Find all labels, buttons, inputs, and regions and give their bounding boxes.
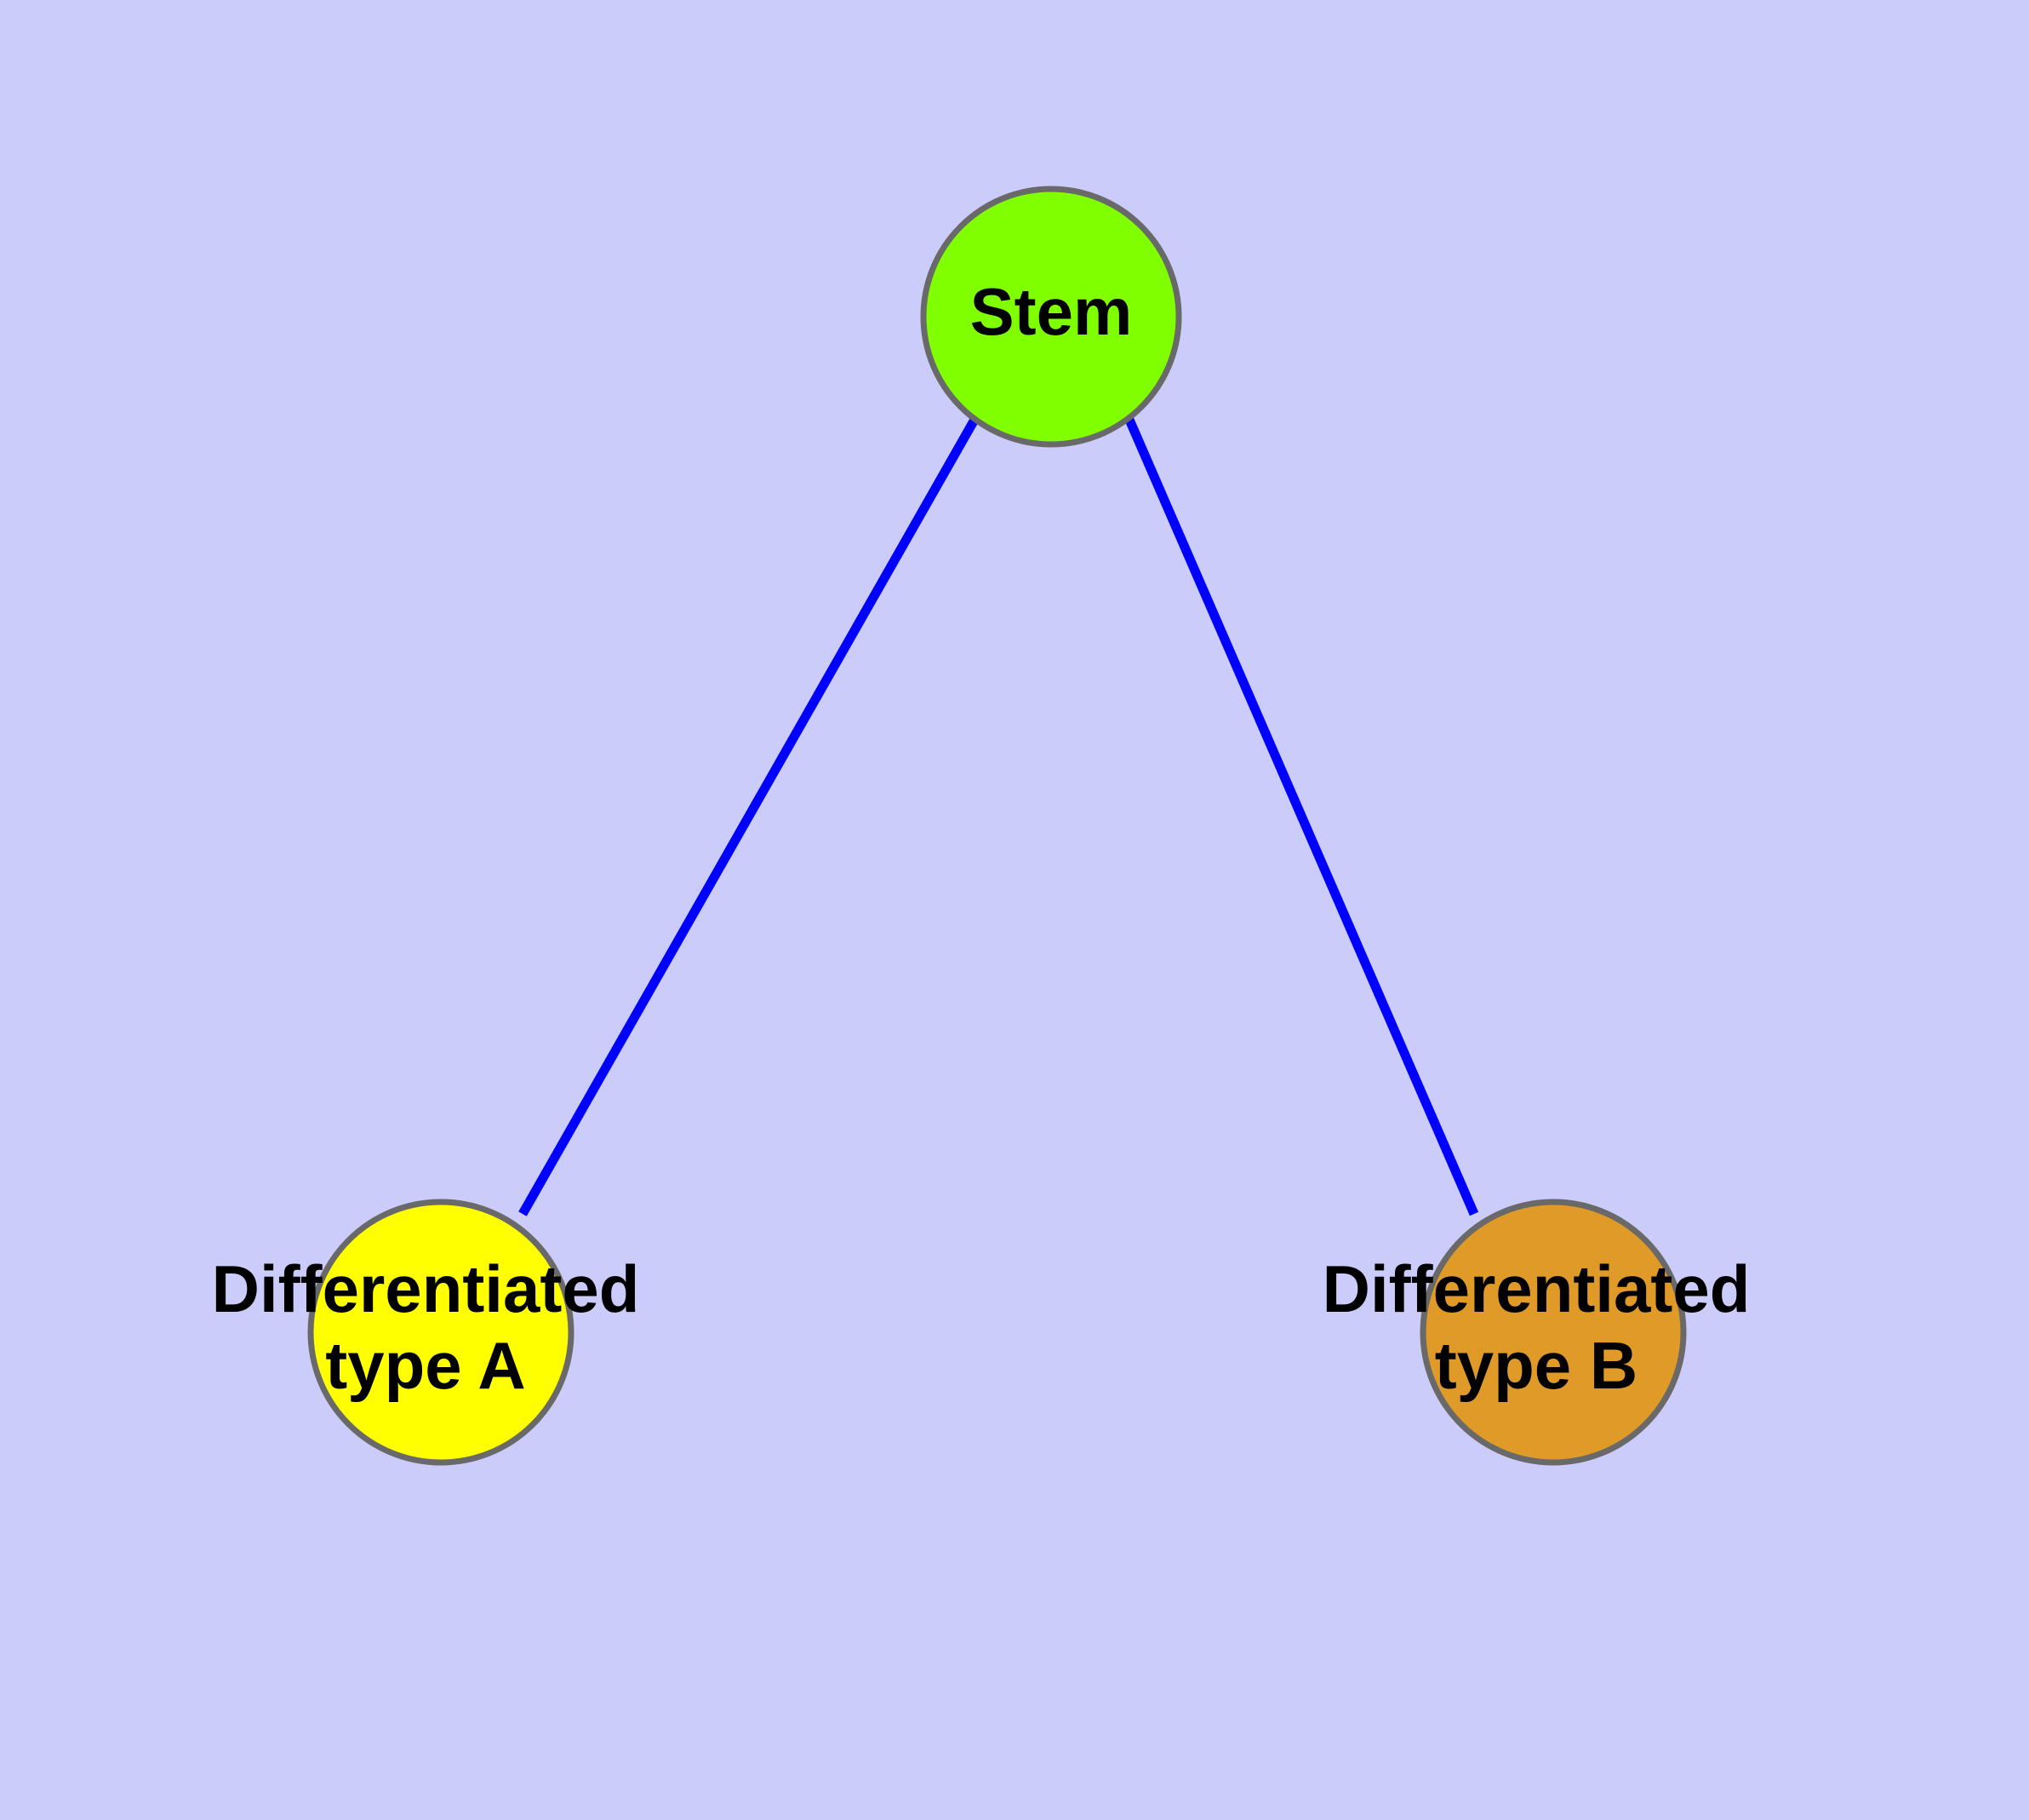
node-label-line: type B (1435, 1328, 1637, 1403)
node-circle-stem[interactable] (920, 186, 1182, 448)
node-circle-diff-b[interactable] (1420, 1199, 1687, 1466)
node-label-line: type A (325, 1328, 526, 1403)
node-diff-b[interactable] (1420, 1199, 1687, 1466)
edge-stem-to-diff-b (1124, 417, 1479, 1216)
edge-stem-to-diff-a (518, 417, 979, 1216)
node-label-line: Differentiated (212, 1251, 640, 1325)
node-label-line: Differentiated (1323, 1251, 1751, 1325)
node-diff-a[interactable] (307, 1199, 574, 1466)
node-label-line: Stem (970, 274, 1133, 349)
edges-layer (518, 417, 1479, 1216)
node-circle-diff-a[interactable] (307, 1199, 574, 1466)
node-stem[interactable] (920, 186, 1182, 448)
node-label-stem: Stem (970, 274, 1133, 349)
